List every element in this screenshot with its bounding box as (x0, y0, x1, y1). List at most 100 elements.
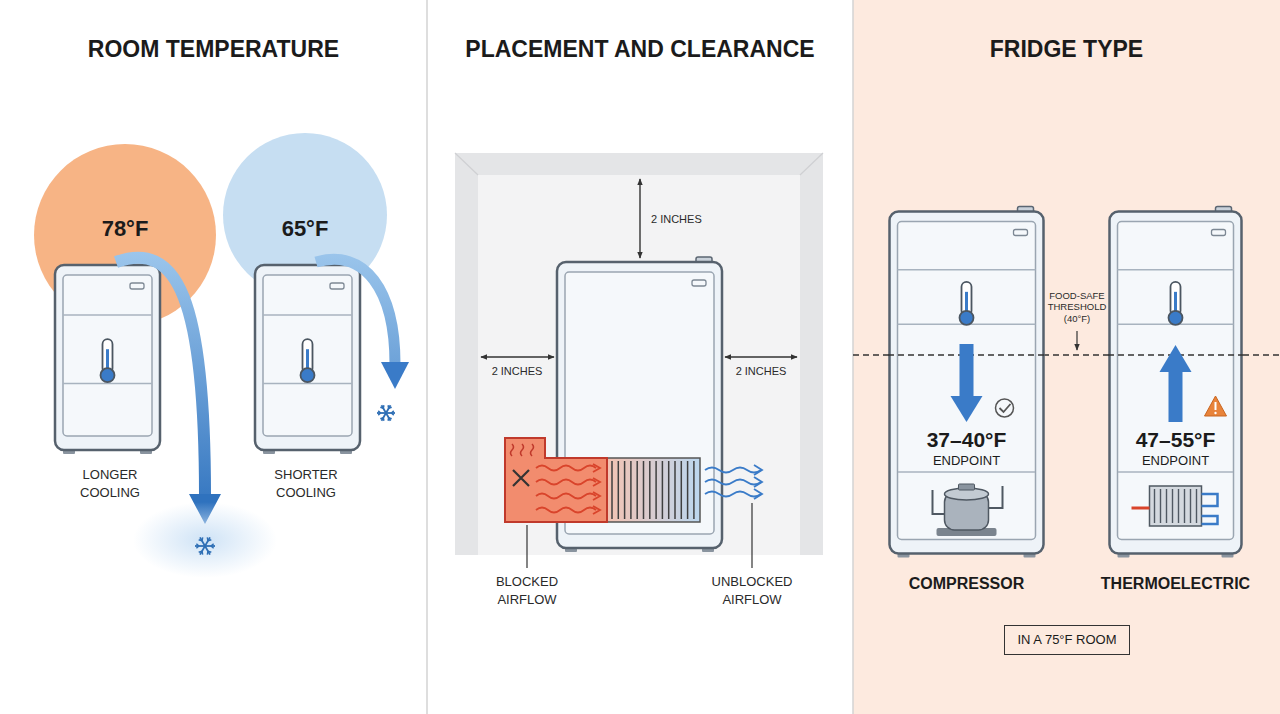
fridge-door (1118, 222, 1234, 540)
snowflake-arm (386, 412, 395, 414)
thermometer-bulb (301, 368, 315, 382)
dimension-label: 2 INCHES (736, 364, 787, 379)
fridge (55, 260, 160, 454)
airflow-label: BLOCKED AIRFLOW (482, 573, 572, 608)
fridge-shelf (1118, 269, 1234, 271)
fin (681, 461, 683, 519)
snowflake-branch (199, 540, 202, 541)
panel-ground (853, 0, 1280, 714)
thermometer-bulb (101, 368, 115, 382)
panel-divider (426, 0, 428, 714)
thermometer-mercury (306, 349, 309, 371)
heat-sink-fin (1154, 489, 1155, 523)
check-icon (996, 399, 1014, 417)
snowflake-arm (386, 405, 391, 413)
cool-air-wave (705, 468, 761, 473)
hot-air-head (593, 464, 600, 472)
cooling-arrowhead (381, 362, 409, 389)
hot-air-wave (536, 494, 596, 499)
hot-air-wave (536, 466, 596, 471)
fridge-door (898, 222, 1036, 540)
hot-air-wave (536, 508, 596, 513)
snowflake-branch (207, 551, 209, 554)
snowflake (195, 537, 215, 554)
snowflake-branch (389, 407, 392, 408)
snowflake-branch (383, 405, 385, 408)
hot-air-head (593, 478, 600, 486)
fridge-foot (63, 447, 75, 454)
fridge-shelf (898, 269, 1036, 271)
snowflake-arm (377, 412, 386, 414)
fridge-badge (330, 283, 344, 289)
snowflake-branch (211, 544, 214, 546)
fridge-foot (140, 447, 152, 454)
fin (624, 461, 626, 519)
heat-sink-fin (1196, 489, 1197, 523)
temperature-value: 78°F (33, 216, 217, 242)
fridge-badge (130, 283, 144, 289)
fridge-foot (263, 447, 275, 454)
panel-band: PLACEMENT AND CLEARANCE (427, 0, 853, 714)
heat-sink-fin (1160, 489, 1161, 523)
snowflake-branch (389, 418, 392, 419)
fin (693, 461, 695, 519)
wall-inner (478, 175, 800, 555)
temperature-range: 47–55°F (1108, 427, 1243, 452)
snowflake-arm (205, 537, 210, 546)
fridge-badge (692, 280, 706, 286)
compartment-divider (1118, 471, 1233, 473)
fin (649, 461, 651, 519)
fin (668, 461, 670, 519)
thermometer-bulb (960, 311, 974, 325)
panel-divider (852, 0, 854, 714)
snowflake-branch (383, 418, 385, 421)
snowflake-branch (391, 413, 393, 415)
fridge-badge (1212, 230, 1226, 236)
snowflake-branch (380, 407, 383, 408)
fin (674, 461, 676, 519)
fridge-shelf (263, 314, 352, 316)
snowflake-branch (211, 546, 214, 548)
dimension-arrow (725, 356, 797, 357)
wall-bevel (800, 153, 823, 175)
compressor-pipe (933, 490, 945, 514)
note-text: IN A 75°F ROOM (1017, 632, 1116, 648)
fin (636, 461, 638, 519)
fridge-shelf (63, 383, 152, 385)
temperature-circle: 78°F (33, 143, 217, 327)
check-mark (1000, 404, 1011, 412)
fridge-shelf (263, 383, 352, 385)
snowflake-branch (378, 413, 380, 415)
fin (643, 461, 645, 519)
fin (687, 461, 689, 519)
arrow-head (1160, 345, 1192, 372)
dimension-label: 2 INCHES (651, 212, 702, 227)
dimension-arrow (639, 179, 640, 258)
cooling-arrow (116, 258, 205, 496)
fridge-foot (340, 447, 352, 454)
fridge-body (890, 212, 1044, 554)
cooling-label: SHORTER COOLING (256, 466, 356, 501)
fridge-illustration (888, 210, 1045, 555)
cool-air-wave (705, 492, 761, 497)
fridge-door (263, 275, 352, 436)
thermometer-bulb (1169, 311, 1183, 325)
airflow-label: UNBLOCKED AIRFLOW (702, 573, 802, 608)
note-box: IN A 75°F ROOM (1004, 625, 1129, 655)
panel-heading: FRIDGE TYPE (853, 36, 1280, 64)
cold-glow (133, 502, 277, 578)
hot-air-wave (536, 480, 596, 485)
fridge-body (255, 265, 360, 450)
fridge-caption: THERMOELECTRIC (1078, 574, 1273, 593)
threshold-pointer (1076, 331, 1077, 350)
panel-band: ROOM TEMPERATURE78°F65°F (0, 0, 427, 714)
snowflake-branch (208, 551, 211, 552)
snowflake-branch (201, 537, 203, 540)
snowflake-arm (386, 413, 391, 421)
heat-sink (1150, 486, 1202, 526)
heat-ripple (521, 444, 524, 456)
fin (630, 461, 632, 519)
range-label: ENDPOINT (1108, 453, 1243, 469)
panel-band: FRIDGE TYPE37–40°FENDPOINTCOMPRESSOR47–5… (853, 0, 1280, 714)
